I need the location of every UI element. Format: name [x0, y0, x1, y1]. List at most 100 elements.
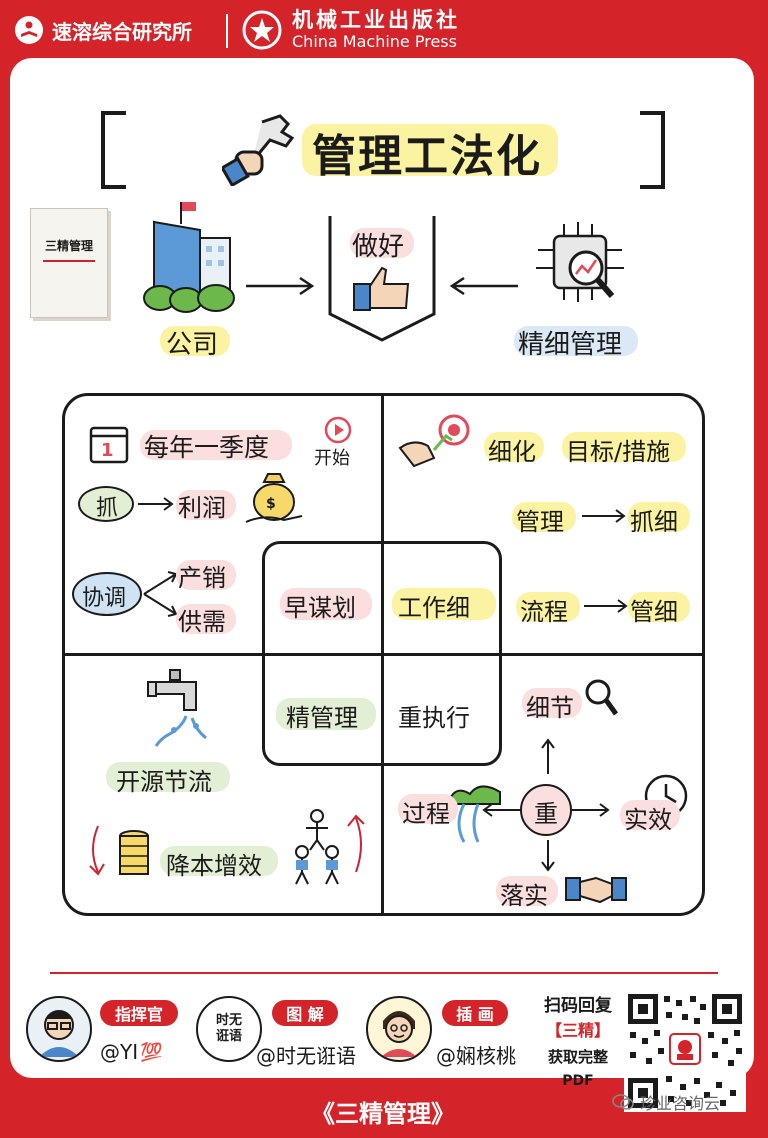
diagram-author: @时无诳语 — [256, 1044, 356, 1068]
scan-line-2: 【三精】 — [545, 1021, 610, 1040]
page-title: 管理工法化 — [312, 131, 542, 182]
early-plan-hl — [280, 588, 372, 620]
refine-label: 细化 — [488, 438, 536, 466]
heavy-circle — [520, 784, 572, 836]
person-glasses-icon — [39, 1010, 79, 1057]
mgmt-detail-hl — [628, 592, 690, 622]
center-h-divider — [264, 653, 500, 656]
person-smile-icon — [381, 1011, 417, 1057]
grab-oval — [78, 486, 134, 522]
open-save-hl — [106, 762, 230, 792]
goals-hl — [562, 432, 686, 462]
publisher-cn: 机械工业出版社 — [292, 8, 460, 32]
do-well-label: 做好 — [352, 232, 405, 262]
arrow-left-top — [449, 276, 518, 296]
scan-line-1: 扫码回复 — [544, 996, 612, 1016]
heavy-label: 重 — [534, 800, 558, 828]
open-save-label: 开源节流 — [116, 768, 212, 796]
process-label-tr: 流程 — [520, 598, 568, 626]
handshake-icon — [565, 876, 627, 904]
profit-label: 利润 — [178, 494, 226, 522]
header-right: 机械工业出版社 China Machine Press — [242, 8, 460, 52]
coordinate-oval — [72, 572, 142, 616]
cost-down-hl — [160, 846, 278, 876]
book-cover-title: 三精管理 — [44, 239, 93, 253]
mgmt-label: 管理 — [516, 508, 564, 536]
qr-code[interactable] — [624, 990, 746, 1112]
implement-hl — [496, 876, 558, 906]
cost-down-label: 降本增效 — [166, 852, 262, 880]
title-highlight — [302, 124, 558, 176]
funnel-shape — [328, 216, 436, 342]
avatar-painter — [366, 996, 432, 1062]
faucet-icon — [147, 669, 207, 747]
role-commander: 指挥官 — [100, 1000, 178, 1026]
commander-name: @YI — [100, 1040, 139, 1064]
scan-line-3: 获取完整 — [547, 1048, 608, 1066]
avatar-illustrator-brush: 时无诳语 — [196, 996, 262, 1062]
arrow-mgmt — [582, 509, 626, 523]
prod-sales-label: 产销 — [178, 564, 226, 592]
fine-mgmt-label: 精细管理 — [518, 330, 623, 360]
precise-mgmt-label: 精管理 — [286, 704, 358, 732]
play-start-icon — [324, 416, 352, 444]
mgmt-detail-label: 管细 — [630, 598, 678, 626]
coordinate-label: 协调 — [82, 586, 127, 611]
arrow-grab-profit — [138, 497, 174, 511]
svg-text:$: $ — [266, 496, 276, 512]
down-curve-arrow — [89, 825, 105, 876]
arrows-around-heavy — [482, 738, 610, 872]
target-hand-icon — [398, 414, 470, 468]
effect-label: 实效 — [624, 806, 672, 834]
chat-bubble-icon — [612, 1094, 634, 1110]
calendar-icon: 1 — [89, 426, 129, 464]
book-title-tab: 《三精管理》 — [222, 1084, 544, 1138]
heavy-exec-label: 重执行 — [398, 704, 470, 732]
start-label: 开始 — [314, 448, 350, 469]
supply-demand-label: 供需 — [178, 608, 226, 636]
mgmt-hl — [512, 502, 576, 532]
commander-name-row: @YI 💯 — [100, 1040, 163, 1064]
prod-sales-hl — [176, 560, 236, 590]
company-highlight — [160, 326, 230, 356]
detail-label: 细节 — [526, 694, 574, 722]
every-year-hl — [140, 430, 292, 460]
role-diagram: 图 解 — [272, 1000, 338, 1026]
scan-line-4: PDF — [562, 1073, 594, 1089]
profit-hl — [176, 490, 236, 520]
footer-divider — [50, 972, 718, 974]
wrench-hand-icon — [222, 114, 295, 186]
chip-magnifier-icon — [536, 222, 624, 302]
process-hl — [516, 592, 580, 622]
watermark: 珍业咨询云 — [612, 1090, 720, 1114]
effect-hl — [620, 800, 680, 830]
thumbs-up-icon — [353, 266, 410, 311]
every-year-label: 每年一季度 — [144, 433, 270, 462]
implement-label: 落实 — [500, 882, 548, 910]
svg-text:1: 1 — [101, 440, 114, 461]
scan-instructions: 扫码回复 【三精】 获取完整 PDF — [532, 994, 624, 1092]
book-title: 《三精管理》 — [311, 1099, 455, 1128]
org-name: 速溶综合研究所 — [52, 19, 192, 44]
header-divider — [226, 14, 228, 48]
early-plan-label: 早谋划 — [284, 594, 356, 622]
company-building-icon — [143, 202, 235, 313]
hundred-points-icon: 💯 — [140, 1041, 163, 1063]
header-left: 速溶综合研究所 — [14, 12, 192, 48]
avatar-commander — [26, 996, 92, 1062]
work-fine-hl — [392, 588, 496, 620]
arrow-process — [584, 599, 628, 613]
brush-calligraphy-text: 时无诳语 — [215, 1013, 242, 1044]
company-label: 公司 — [166, 330, 219, 360]
supply-demand-hl — [176, 604, 236, 634]
grab-detail-label: 抓细 — [630, 508, 678, 536]
publisher-en: China Machine Press — [292, 32, 457, 51]
coin-stack-icon — [119, 830, 149, 875]
team-pyramid-icon — [295, 809, 339, 885]
magnifier-icon — [585, 679, 619, 716]
grab-detail-hl — [628, 502, 690, 532]
publisher-emblem-icon — [242, 10, 282, 50]
grab-label: 抓 — [96, 496, 119, 521]
precise-mgmt-hl — [276, 698, 376, 730]
work-fine-label: 工作细 — [398, 594, 470, 622]
